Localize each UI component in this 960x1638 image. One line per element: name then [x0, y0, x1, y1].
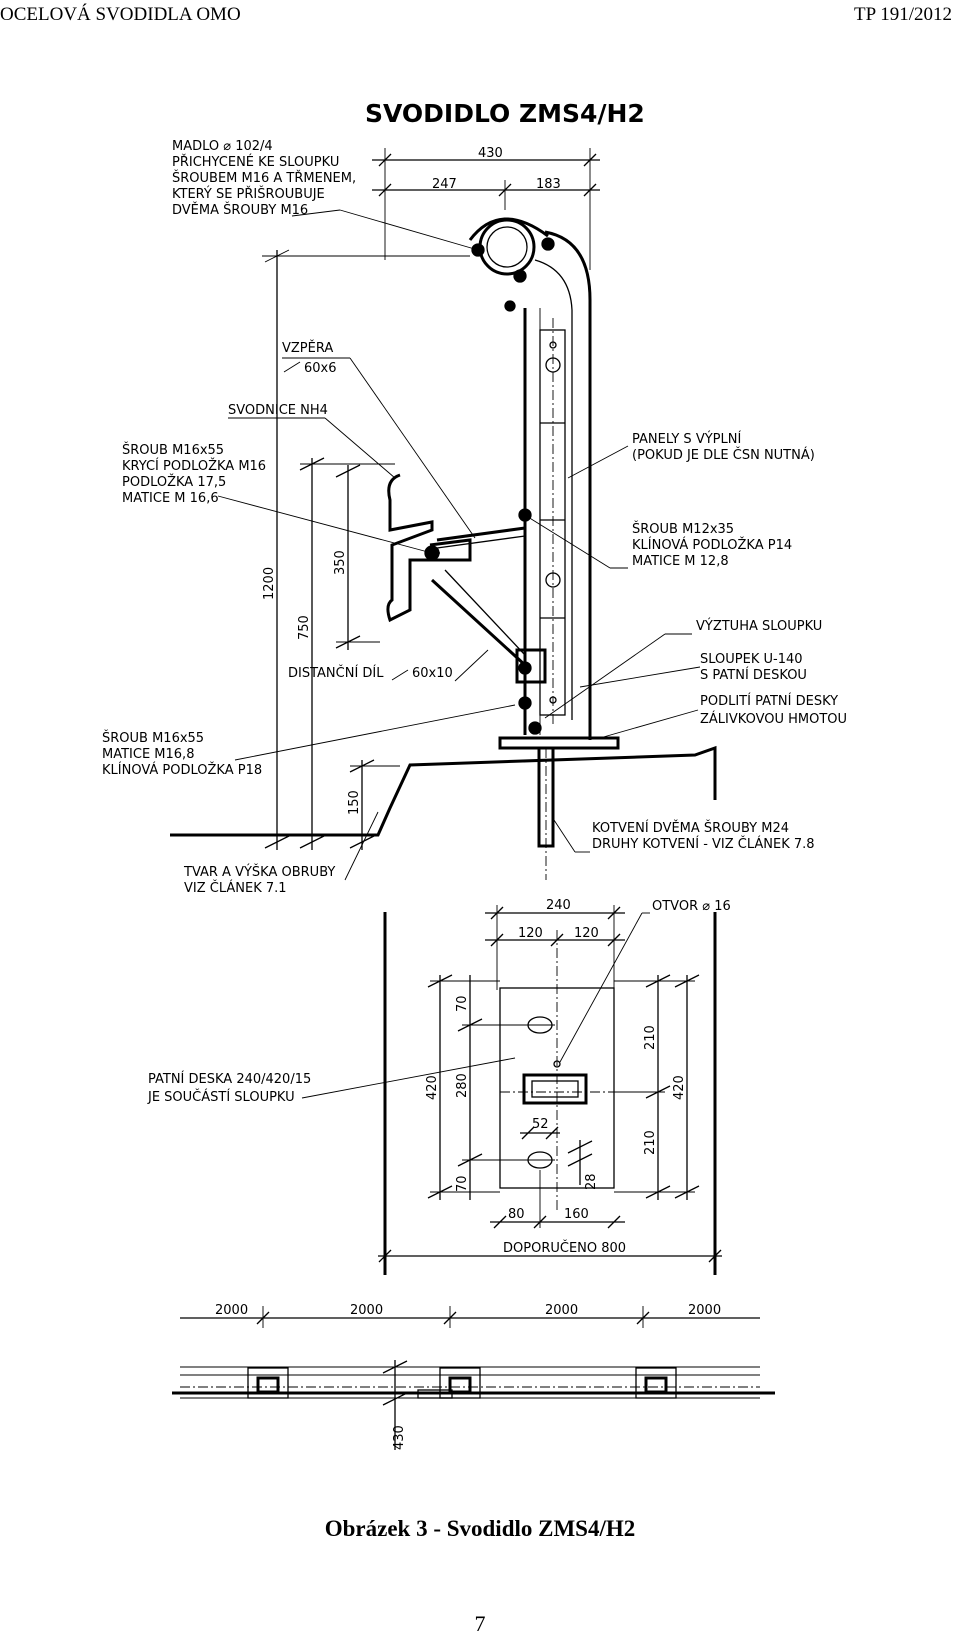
svg-text:240: 240 — [546, 898, 571, 913]
svg-text:PANELY S VÝPLNÍ: PANELY S VÝPLNÍ — [632, 431, 741, 447]
svg-text:2000: 2000 — [545, 1303, 578, 1318]
header-left: OCELOVÁ SVODIDLA OMO — [0, 4, 241, 25]
figure-caption: Obrázek 3 - Svodidlo ZMS4/H2 — [324, 1516, 636, 1541]
svg-text:DRUHY KOTVENÍ - VIZ ČLÁNEK 7.8: DRUHY KOTVENÍ - VIZ ČLÁNEK 7.8 — [592, 836, 815, 852]
section-labels: MADLO ⌀ 102/4 PŘICHYCENÉ KE SLOUPKU ŠROU… — [102, 139, 847, 896]
dim-350: 350 — [333, 550, 348, 575]
svg-text:70: 70 — [455, 1175, 470, 1192]
svg-text:2000: 2000 — [215, 1303, 248, 1318]
svg-text:MATICE M16,8: MATICE M16,8 — [102, 747, 194, 762]
svg-text:S PATNÍ DESKOU: S PATNÍ DESKOU — [700, 667, 807, 683]
post-spacing-plan: 2000 2000 2000 2000 430 — [172, 1303, 775, 1450]
svg-text:DOPORUČENO 800: DOPORUČENO 800 — [503, 1240, 626, 1256]
svg-text:210: 210 — [643, 1130, 658, 1155]
svg-text:120: 120 — [518, 926, 543, 941]
dim-1200: 1200 — [262, 567, 277, 600]
vertical-dimensions: 1200 750 350 150 — [262, 249, 470, 850]
svg-text:420: 420 — [672, 1075, 687, 1100]
svg-text:JE SOUČÁSTÍ SLOUPKU: JE SOUČÁSTÍ SLOUPKU — [147, 1089, 295, 1105]
base-plate-plan: 240 120 120 OTVOR ⌀ 16 420 280 70 70 210… — [147, 898, 731, 1275]
drawing-title: SVODIDLO ZMS4/H2 — [365, 99, 645, 128]
svg-text:MATICE M 12,8: MATICE M 12,8 — [632, 554, 729, 569]
svg-text:80: 80 — [508, 1207, 525, 1222]
dim-183: 183 — [536, 177, 561, 192]
page-number: 7 — [474, 1611, 486, 1636]
svg-text:KRYCÍ PODLOŽKA M16: KRYCÍ PODLOŽKA M16 — [122, 458, 266, 474]
svg-text:420: 420 — [425, 1075, 440, 1100]
svg-text:PODLITÍ PATNÍ DESKY: PODLITÍ PATNÍ DESKY — [700, 693, 838, 709]
svg-text:2000: 2000 — [688, 1303, 721, 1318]
svg-text:ZÁLIVKOVOU HMOTOU: ZÁLIVKOVOU HMOTOU — [700, 711, 847, 727]
svg-text:52: 52 — [532, 1117, 549, 1132]
svg-text:KLÍNOVÁ PODLOŽKA P18: KLÍNOVÁ PODLOŽKA P18 — [102, 762, 262, 778]
svg-text:430: 430 — [392, 1425, 407, 1450]
guardrail-nh4 — [386, 473, 472, 623]
svg-text:ŠROUB M16x55: ŠROUB M16x55 — [102, 730, 204, 746]
svg-text:DISTANČNÍ DÍL: DISTANČNÍ DÍL — [288, 665, 384, 681]
dim-247: 247 — [432, 177, 457, 192]
top-dimensions: 430 247 183 — [372, 146, 600, 270]
svg-text:KLÍNOVÁ PODLOŽKA P14: KLÍNOVÁ PODLOŽKA P14 — [632, 537, 792, 553]
svg-text:PŘICHYCENÉ KE SLOUPKU: PŘICHYCENÉ KE SLOUPKU — [172, 154, 339, 170]
dim-750: 750 — [297, 615, 312, 640]
svg-text:280: 280 — [455, 1073, 470, 1098]
svg-text:MADLO ⌀ 102/4: MADLO ⌀ 102/4 — [172, 139, 273, 154]
svg-text:VZPĚRA: VZPĚRA — [282, 340, 333, 356]
svg-text:(POKUD JE DLE ČSN NUTNÁ): (POKUD JE DLE ČSN NUTNÁ) — [632, 447, 815, 463]
dim-150: 150 — [347, 790, 362, 815]
handrail-clamp — [468, 217, 555, 312]
svg-text:KTERÝ SE PŘIŠROUBUJE: KTERÝ SE PŘIŠROUBUJE — [172, 186, 325, 202]
dim-430: 430 — [478, 146, 503, 161]
svg-text:PATNÍ DESKA 240/420/15: PATNÍ DESKA 240/420/15 — [148, 1071, 311, 1087]
svg-text:VÝZTUHA SLOUPKU: VÝZTUHA SLOUPKU — [696, 618, 822, 634]
svg-text:SLOUPEK U-140: SLOUPEK U-140 — [700, 652, 803, 667]
svg-text:60x6: 60x6 — [304, 361, 337, 376]
svg-text:MATICE M 16,6: MATICE M 16,6 — [122, 491, 219, 506]
svg-text:OTVOR ⌀ 16: OTVOR ⌀ 16 — [652, 899, 731, 914]
svg-text:2000: 2000 — [350, 1303, 383, 1318]
svg-text:ŠROUB M12x35: ŠROUB M12x35 — [632, 521, 734, 537]
technical-drawing: SVODIDLO ZMS4/H2 430 247 183 — [102, 99, 847, 1450]
svg-text:ŠROUBEM M16 A TŘMENEM,: ŠROUBEM M16 A TŘMENEM, — [172, 170, 356, 186]
svg-text:70: 70 — [455, 995, 470, 1012]
svg-text:VIZ ČLÁNEK 7.1: VIZ ČLÁNEK 7.1 — [184, 880, 287, 896]
svg-text:DVĚMA ŠROUBY M16: DVĚMA ŠROUBY M16 — [172, 202, 308, 218]
header-right: TP 191/2012 — [854, 4, 952, 25]
svg-text:60x10: 60x10 — [412, 666, 453, 681]
svg-text:210: 210 — [643, 1025, 658, 1050]
svg-text:ŠROUB M16x55: ŠROUB M16x55 — [122, 442, 224, 458]
svg-text:28: 28 — [584, 1173, 599, 1190]
svg-text:PODLOŽKA 17,5: PODLOŽKA 17,5 — [122, 474, 226, 490]
svg-text:SVODNICE NH4: SVODNICE NH4 — [228, 403, 328, 418]
svg-text:TVAR A VÝŠKA OBRUBY: TVAR A VÝŠKA OBRUBY — [183, 864, 335, 880]
svg-text:KOTVENÍ DVĚMA ŠROUBY M24: KOTVENÍ DVĚMA ŠROUBY M24 — [592, 820, 789, 836]
svg-text:160: 160 — [564, 1207, 589, 1222]
svg-text:120: 120 — [574, 926, 599, 941]
